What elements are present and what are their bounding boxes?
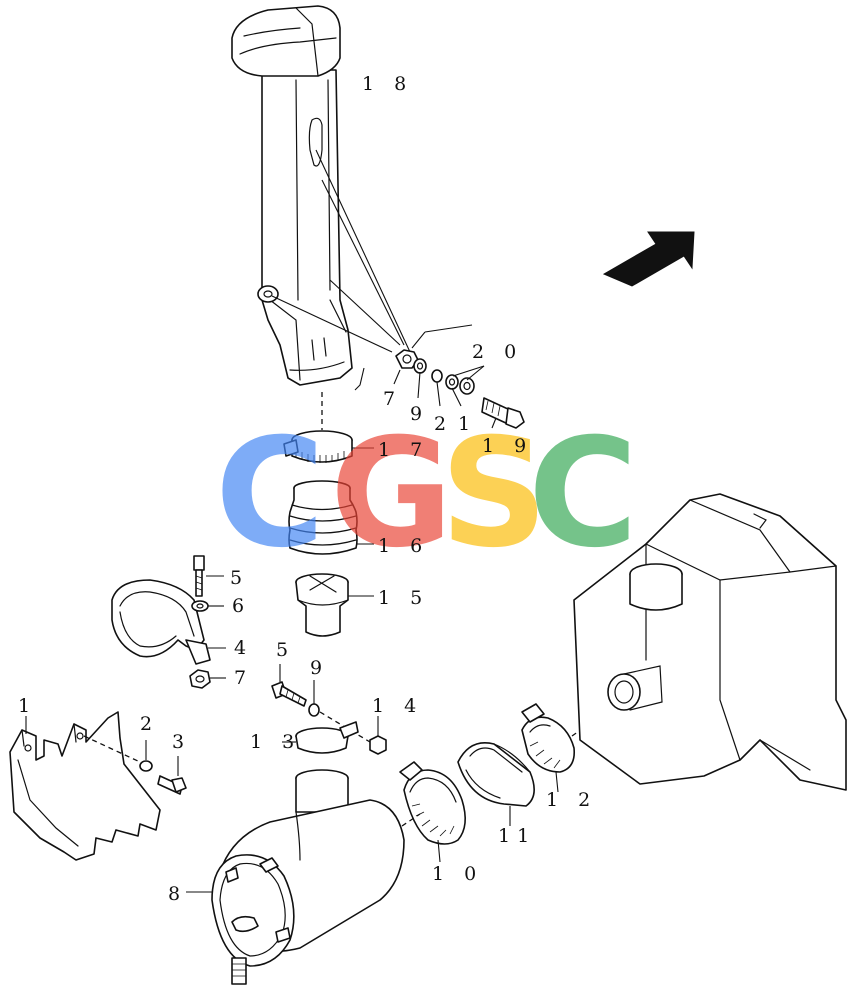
bolt-washer-nut [271,664,387,755]
bracket-1 [9,711,187,861]
callout-labels: 1 8 2 0 7 9 2 1 1 9 1 7 1 6 1 5 5 6 4 7 … [18,73,597,905]
callout-1-left: 1 [18,695,37,717]
callout-20: 2 0 [472,341,523,363]
callout-13: 1 3 [250,731,301,753]
callout-2-left: 2 [140,713,159,735]
callout-12: 1 2 [546,789,597,811]
callout-17: 1 7 [378,439,429,461]
callout-7-left: 7 [234,667,253,689]
watermark-letter-2: G [330,407,453,581]
callout-2-top: 2 [434,413,453,435]
callout-15: 1 5 [378,587,429,609]
watermark: C G S C [215,407,638,581]
adapter-15 [295,573,374,637]
callout-14: 1 4 [372,695,423,717]
watermark-letter-1: C [215,407,325,581]
band-clamp-4 [111,555,226,689]
engine-housing [573,493,847,791]
callout-8: 8 [168,883,187,905]
hose-11 [457,742,535,826]
bellows-16 [288,480,374,555]
callout-6: 6 [232,595,251,617]
callout-18: 1 8 [362,73,413,95]
callout-1-top: 1 [458,413,477,435]
hose-clamp-12 [521,701,621,793]
callout-16: 1 6 [378,535,429,557]
mounting-hardware-group [393,349,525,429]
air-cleaner-8 [186,769,405,985]
callout-9-middle: 9 [310,657,329,679]
callout-9-top: 9 [410,403,429,425]
callout-10: 1 0 [432,863,483,885]
intake-pipe-18 [231,5,473,391]
callout-19: 1 9 [482,435,533,457]
hose-clamp-10 [399,761,466,863]
watermark-letter-3: S [440,407,548,581]
callout-5-middle: 5 [276,639,295,661]
callout-4: 4 [234,637,253,659]
direction-arrow-icon [602,231,695,287]
callout-7-top: 7 [383,388,402,410]
clamp-17 [283,430,374,463]
callout-5-left: 5 [230,567,249,589]
watermark-letter-4: C [528,407,638,581]
clamp-13 [282,721,359,754]
callout-11: 11 [498,825,536,847]
callout-3: 3 [172,731,191,753]
